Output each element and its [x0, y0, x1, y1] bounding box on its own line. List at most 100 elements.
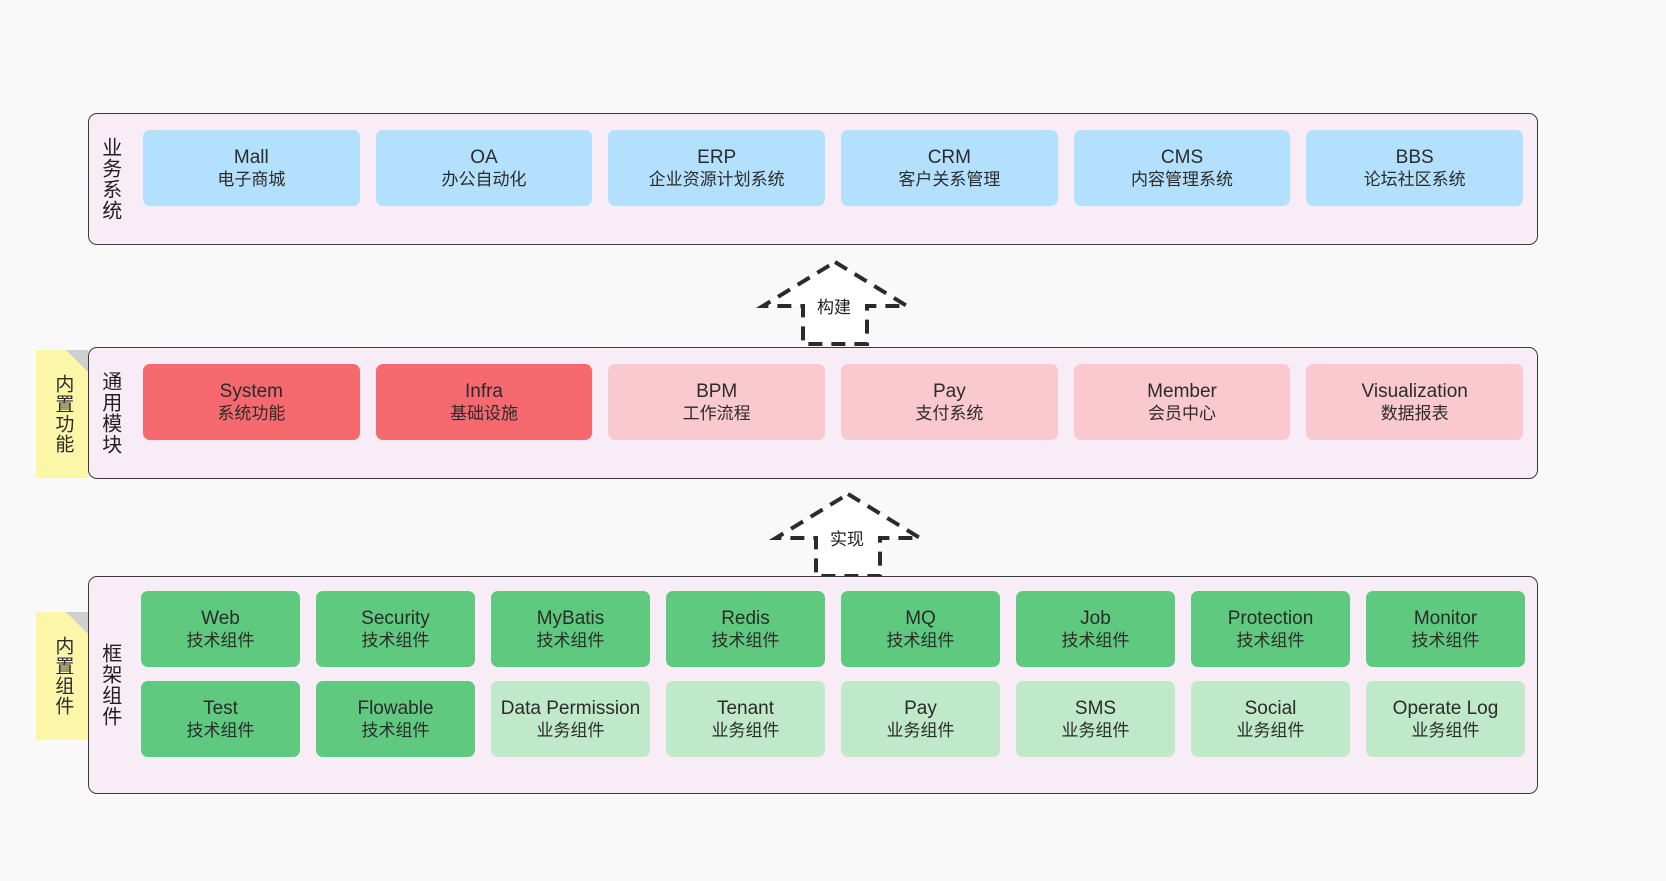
card-mq[interactable]: MQ 技术组件	[841, 591, 1000, 667]
card-title: MQ	[905, 607, 936, 629]
card-title: ERP	[697, 146, 737, 168]
card-title: Pay	[904, 697, 937, 719]
card-title: Social	[1244, 697, 1297, 719]
card-subtitle: 业务组件	[1236, 721, 1305, 741]
card-title: Protection	[1227, 607, 1314, 629]
card-subtitle: 客户关系管理	[898, 170, 1001, 190]
modules-row: System 系统功能 Infra 基础设施 BPM 工作流程 Pay 支付系统	[143, 364, 1524, 440]
card-subtitle: 支付系统	[915, 404, 984, 424]
card-pay-module[interactable]: Pay 支付系统	[841, 364, 1058, 440]
card-data-permission[interactable]: Data Permission 业务组件	[491, 681, 650, 757]
card-title: Pay	[932, 380, 966, 402]
card-test[interactable]: Test 技术组件	[141, 681, 300, 757]
block-arrow-up-icon	[755, 259, 915, 346]
card-subtitle: 会员中心	[1148, 404, 1217, 424]
card-system[interactable]: System 系统功能	[143, 364, 360, 440]
card-title: MyBatis	[536, 607, 605, 629]
card-title: CMS	[1160, 146, 1204, 168]
card-title: SMS	[1074, 697, 1117, 719]
card-subtitle: 数据报表	[1380, 404, 1449, 424]
card-subtitle: 业务组件	[1061, 721, 1130, 741]
card-oa[interactable]: OA 办公自动化	[375, 130, 593, 206]
arrow-implement-label: 实现	[830, 530, 864, 549]
card-subtitle: 技术组件	[361, 721, 430, 741]
card-job[interactable]: Job 技术组件	[1016, 591, 1175, 667]
card-bpm[interactable]: BPM 工作流程	[608, 364, 826, 440]
card-subtitle: 电子商城	[217, 170, 286, 190]
card-member[interactable]: Member 会员中心	[1073, 364, 1291, 440]
card-subtitle: 业务组件	[886, 721, 955, 741]
card-subtitle: 技术组件	[186, 721, 255, 741]
card-bbs[interactable]: BBS 论坛社区系统	[1306, 130, 1524, 206]
card-title: Tenant	[716, 697, 775, 719]
card-erp[interactable]: ERP 企业资源计划系统	[608, 130, 826, 206]
card-title: Operate Log	[1392, 697, 1499, 719]
card-title: Security	[361, 607, 430, 629]
card-subtitle: 业务组件	[711, 721, 780, 741]
card-subtitle: 基础设施	[450, 404, 518, 424]
note-label: 内置组件	[52, 636, 74, 716]
card-title: BPM	[696, 380, 738, 402]
card-title: System	[219, 380, 284, 402]
card-title: CRM	[927, 146, 971, 168]
card-subtitle: 技术组件	[1061, 631, 1130, 651]
note-builtin-components: 内置组件	[36, 612, 88, 740]
card-title: Data Permission	[500, 697, 641, 719]
card-infra[interactable]: Infra 基础设施	[375, 364, 593, 440]
card-subtitle: 工作流程	[682, 404, 751, 424]
card-operate-log[interactable]: Operate Log 业务组件	[1366, 681, 1525, 757]
arrow-build-label: 构建	[817, 298, 851, 317]
card-tenant[interactable]: Tenant 业务组件	[666, 681, 825, 757]
card-title: Job	[1080, 607, 1111, 629]
layer-framework-title: 框架组件	[98, 643, 121, 727]
card-title: Flowable	[357, 697, 434, 719]
business-row: Mall 电子商城 OA 办公自动化 ERP 企业资源计划系统 CRM 客户关系…	[143, 130, 1524, 206]
card-subtitle: 企业资源计划系统	[648, 170, 785, 190]
layer-business-cards: Mall 电子商城 OA 办公自动化 ERP 企业资源计划系统 CRM 客户关系…	[129, 114, 1537, 244]
card-redis[interactable]: Redis 技术组件	[666, 591, 825, 667]
layer-modules-title: 通用模块	[98, 371, 121, 455]
layer-business-systems: 业务系统 Mall 电子商城 OA 办公自动化 ERP 企业资源计划系统	[88, 113, 1538, 245]
layer-common-modules: 通用模块 System 系统功能 Infra 基础设施 BPM 工作流程	[88, 347, 1538, 479]
card-subtitle: 技术组件	[186, 631, 255, 651]
card-title: BBS	[1395, 146, 1434, 168]
card-subtitle: 技术组件	[1236, 631, 1305, 651]
arrow-build: 构建	[755, 258, 915, 346]
card-subtitle: 论坛社区系统	[1363, 170, 1466, 190]
note-builtin-features: 内置功能	[36, 350, 88, 478]
card-security[interactable]: Security 技术组件	[316, 591, 475, 667]
framework-row-tech: Web 技术组件 Security 技术组件 MyBatis 技术组件 Redi…	[141, 591, 1525, 667]
card-subtitle: 技术组件	[711, 631, 780, 651]
layer-framework-cards: Web 技术组件 Security 技术组件 MyBatis 技术组件 Redi…	[129, 577, 1537, 793]
card-protection[interactable]: Protection 技术组件	[1191, 591, 1350, 667]
layer-framework-components: 框架组件 Web 技术组件 Security 技术组件 MyBatis 技术组件	[88, 576, 1538, 794]
card-title: Mall	[233, 146, 269, 168]
framework-row-business: Test 技术组件 Flowable 技术组件 Data Permission …	[141, 681, 1525, 757]
card-visualization[interactable]: Visualization 数据报表	[1306, 364, 1524, 440]
note-label: 内置功能	[52, 374, 74, 454]
card-subtitle: 技术组件	[1411, 631, 1480, 651]
card-mybatis[interactable]: MyBatis 技术组件	[491, 591, 650, 667]
card-sms[interactable]: SMS 业务组件	[1016, 681, 1175, 757]
card-subtitle: 业务组件	[1411, 721, 1480, 741]
card-subtitle: 技术组件	[536, 631, 605, 651]
card-title: Visualization	[1361, 380, 1468, 402]
card-title: Monitor	[1413, 607, 1478, 629]
card-subtitle: 内容管理系统	[1131, 170, 1234, 190]
card-social[interactable]: Social 业务组件	[1191, 681, 1350, 757]
card-title: Redis	[721, 607, 770, 629]
card-title: Web	[201, 607, 240, 629]
card-subtitle: 办公自动化	[441, 170, 527, 190]
card-cms[interactable]: CMS 内容管理系统	[1073, 130, 1291, 206]
card-subtitle: 技术组件	[361, 631, 430, 651]
card-monitor[interactable]: Monitor 技术组件	[1366, 591, 1525, 667]
card-web[interactable]: Web 技术组件	[141, 591, 300, 667]
card-subtitle: 业务组件	[536, 721, 605, 741]
card-crm[interactable]: CRM 客户关系管理	[841, 130, 1058, 206]
card-flowable[interactable]: Flowable 技术组件	[316, 681, 475, 757]
card-mall[interactable]: Mall 电子商城	[143, 130, 360, 206]
card-subtitle: 系统功能	[217, 404, 286, 424]
arrow-implement: 实现	[768, 490, 928, 578]
card-pay-component[interactable]: Pay 业务组件	[841, 681, 1000, 757]
